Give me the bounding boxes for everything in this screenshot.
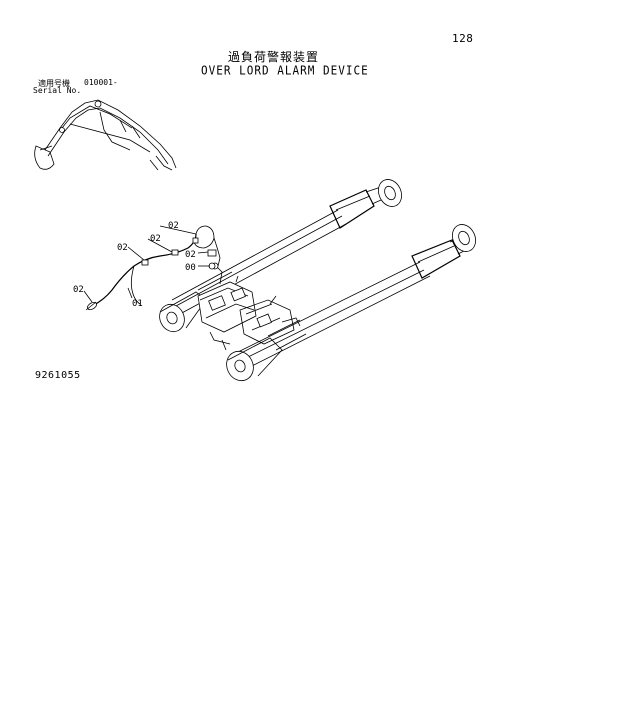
callout-01-harness: 01 bbox=[132, 299, 143, 309]
wiring-harness bbox=[85, 225, 221, 311]
callout-02-top: 02 bbox=[168, 221, 179, 231]
valve-block-assembly bbox=[197, 262, 301, 351]
callout-leaders bbox=[83, 225, 210, 303]
page-number: 128 bbox=[452, 32, 474, 45]
boom-cylinder-lower bbox=[226, 224, 476, 382]
callout-02-connector: 02 bbox=[73, 285, 84, 295]
callout-02-switch: 02 bbox=[185, 250, 196, 260]
serial-number-range: 010001- bbox=[84, 78, 118, 87]
callout-02-clip: 02 bbox=[150, 234, 161, 244]
page-title-english: OVER LORD ALARM DEVICE bbox=[201, 63, 369, 78]
serial-label-english: Serial No. bbox=[33, 86, 82, 95]
serial-label-japanese: 適用号機 bbox=[38, 79, 70, 88]
excavator-arm-thumbnail bbox=[34, 99, 177, 171]
callout-00-fitting: 00 bbox=[185, 263, 196, 273]
drawing-number: 9261055 bbox=[35, 370, 81, 381]
page-title-japanese: 過負荷警報装置 bbox=[228, 50, 320, 64]
callout-02-clamp: 02 bbox=[117, 243, 128, 253]
